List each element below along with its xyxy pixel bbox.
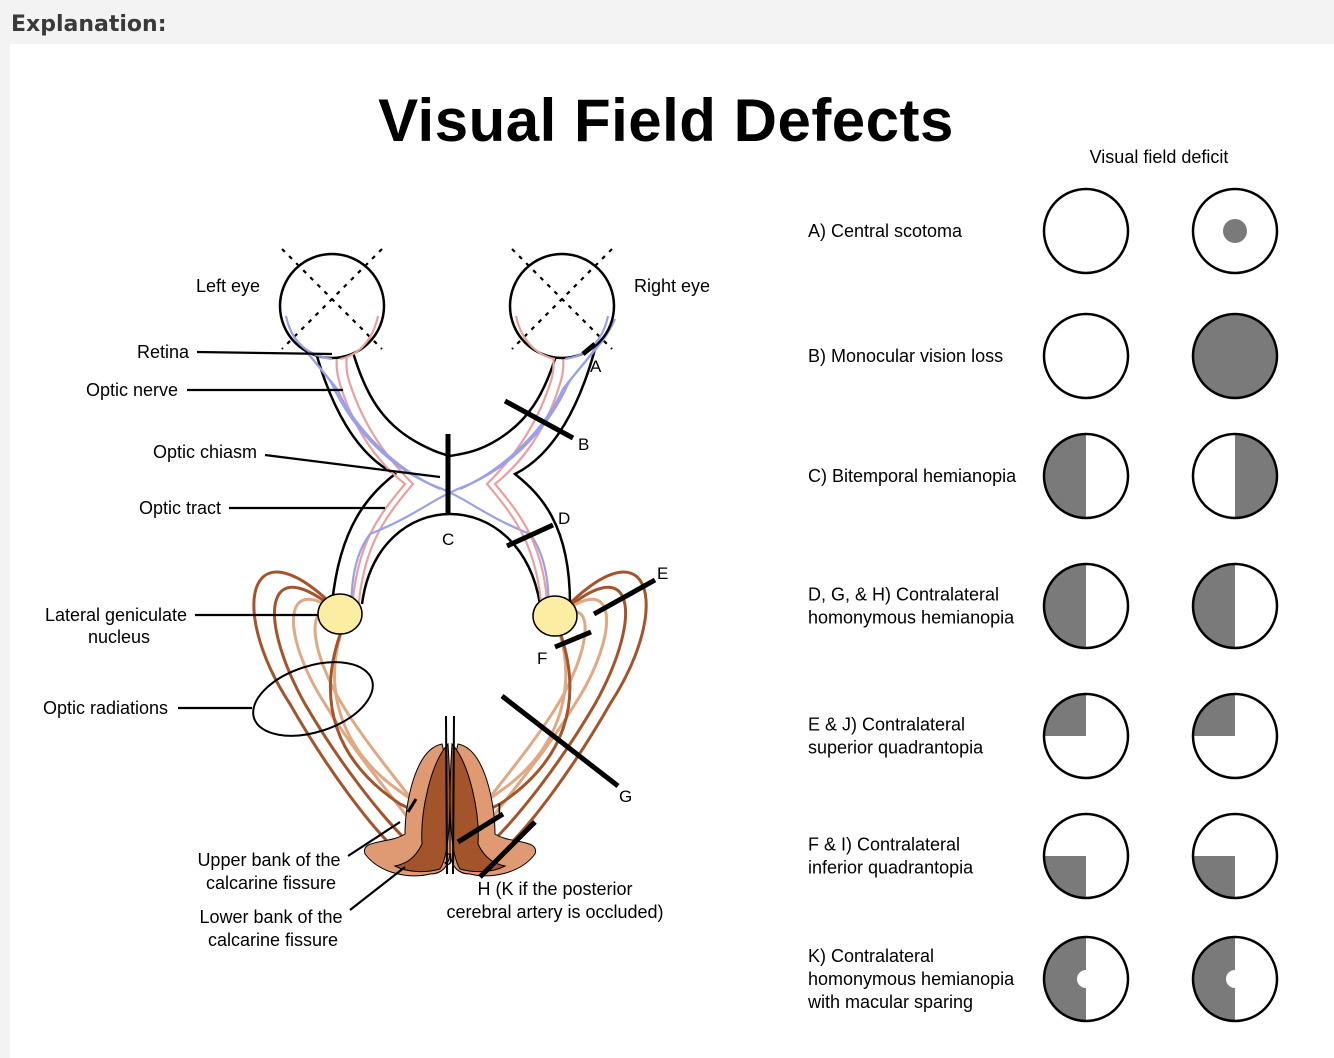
lesion-bar-f	[554, 629, 592, 650]
deficit-rows: A) Central scotoma B) Monocular vision lo…	[807, 187, 1279, 1023]
right-eye-field-icon	[1191, 312, 1279, 400]
left-eye-globe	[278, 248, 386, 361]
right-eye-field-icon	[1191, 562, 1279, 650]
lesion-label-a: A	[590, 357, 602, 376]
left-eye-field-icon	[1042, 935, 1130, 1023]
deficit-label-line: C) Bitemporal hemianopia	[808, 466, 1017, 486]
lesion-label-c: C	[442, 530, 454, 549]
lesion-bar-j	[406, 798, 418, 813]
deficit-row: F & I) Contralateral inferior quadrantopi…	[808, 812, 1279, 900]
diagram-canvas: Visual Field Defects	[10, 44, 1334, 1058]
upper-bank-leader	[347, 821, 401, 857]
lesion-bar-d	[505, 522, 555, 549]
optic-chiasm-label: Optic chiasm	[153, 442, 257, 462]
deficit-label-line: A) Central scotoma	[808, 221, 963, 241]
upper-bank-label-line1: Upper bank of the	[197, 850, 340, 870]
lesion-bar-b	[503, 398, 575, 441]
lesion-bar-h	[478, 820, 537, 879]
lgn-label-line2: nucleus	[88, 627, 150, 647]
deficit-row: A) Central scotoma	[808, 187, 1279, 275]
right-eye-field-icon	[1191, 692, 1279, 780]
deficit-label-line: inferior quadrantopia	[808, 858, 974, 878]
left-eye-field-icon	[1042, 692, 1130, 780]
deficit-label-line: B) Monocular vision loss	[808, 346, 1003, 366]
optic-nerve-label: Optic nerve	[86, 380, 178, 400]
right-eye-field-icon	[1191, 432, 1279, 520]
lesion-label-h-line2: cerebral artery is occluded)	[446, 902, 663, 922]
left-lgn-nucleus	[317, 593, 363, 635]
right-eye-label: Right eye	[634, 276, 710, 296]
right-eye-field-icon	[1191, 935, 1279, 1023]
lesion-label-i: I	[497, 800, 502, 819]
deficit-row: B) Monocular vision loss	[808, 312, 1279, 400]
deficit-row: C) Bitemporal hemianopia	[808, 432, 1279, 520]
diagram-title: Visual Field Defects	[378, 87, 954, 154]
optic-pathway-outline	[313, 348, 597, 605]
retina-label: Retina	[137, 342, 190, 362]
lesion-label-g: G	[619, 787, 632, 806]
leader-lines	[178, 350, 441, 911]
deficit-label-line: with macular sparing	[807, 992, 973, 1012]
left-eye-field-icon	[1042, 562, 1130, 650]
lesion-label-d: D	[558, 509, 570, 528]
deficit-row: K) Contralateral homonymous hemianopia wit…	[807, 935, 1279, 1023]
lesion-bars	[406, 342, 657, 879]
deficit-label-line: F & I) Contralateral	[808, 835, 960, 855]
left-eye-field-icon	[1042, 812, 1130, 900]
lower-bank-label-line2: calcarine fissure	[208, 930, 338, 950]
deficit-label-line: K) Contralateral	[808, 946, 934, 966]
optic-chiasm-leader	[264, 453, 441, 479]
optic-radiations-ellipse	[252, 661, 374, 737]
left-eye-field-icon	[1042, 432, 1130, 520]
explanation-header: Explanation:	[0, 0, 1334, 44]
upper-bank-label-line2: calcarine fissure	[206, 873, 336, 893]
deficit-column-header: Visual field deficit	[1090, 147, 1229, 167]
deficit-label-line: superior quadrantopia	[808, 738, 984, 758]
lesion-label-e: E	[657, 564, 668, 583]
lesion-bar-i	[456, 811, 505, 845]
visual-pathway-diagram: Left eye Right eye Retina Optic nerve Op…	[43, 147, 1279, 1023]
retinal-fibers	[283, 318, 617, 615]
deficit-row: D, G, & H) Contralateral homonymous hemia…	[808, 562, 1279, 650]
lesion-label-h-line1: H (K if the posterior	[477, 879, 632, 899]
deficit-label-line: homonymous hemianopia	[808, 969, 1015, 989]
lgn-label-line1: Lateral geniculate	[45, 605, 187, 625]
optic-radiations-label: Optic radiations	[43, 698, 168, 718]
lesion-bar-g	[500, 694, 620, 788]
right-eye-field-icon	[1191, 812, 1279, 900]
lesion-bar-e	[592, 577, 657, 617]
left-eye-field-icon	[1042, 187, 1130, 275]
lesion-label-j: J	[444, 850, 453, 869]
deficit-label-line: D, G, & H) Contralateral	[808, 585, 999, 605]
right-eye-field-icon	[1191, 187, 1279, 275]
lower-bank-leader	[349, 866, 406, 911]
explanation-label: Explanation:	[11, 12, 167, 37]
right-lgn-nucleus	[532, 595, 578, 637]
right-eye-globe	[508, 248, 616, 361]
deficit-label-line: homonymous hemianopia	[808, 608, 1015, 628]
deficit-label-line: E & J) Contralateral	[808, 715, 965, 735]
lower-bank-label-line1: Lower bank of the	[199, 907, 342, 927]
lesion-label-f: F	[537, 649, 547, 668]
lesion-bar-a	[581, 342, 597, 356]
left-eye-label: Left eye	[196, 276, 260, 296]
retina-leader	[196, 350, 333, 356]
deficit-row: E & J) Contralateral superior quadrantopi…	[808, 692, 1279, 780]
lesion-label-b: B	[578, 435, 589, 454]
optic-tract-label: Optic tract	[139, 498, 221, 518]
left-eye-field-icon	[1042, 312, 1130, 400]
